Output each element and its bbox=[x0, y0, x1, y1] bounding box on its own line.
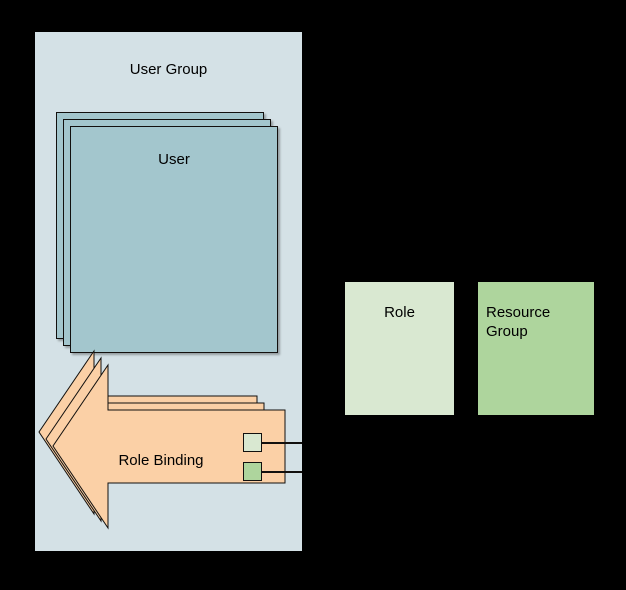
role-box[interactable] bbox=[345, 282, 454, 415]
role-connector-line bbox=[261, 442, 302, 444]
user-card-front[interactable] bbox=[70, 126, 278, 353]
resource-group-connector-line bbox=[261, 471, 302, 473]
role-port-square[interactable] bbox=[243, 433, 262, 452]
resource-group-port-square[interactable] bbox=[243, 462, 262, 481]
resource-group-box[interactable] bbox=[478, 282, 594, 415]
